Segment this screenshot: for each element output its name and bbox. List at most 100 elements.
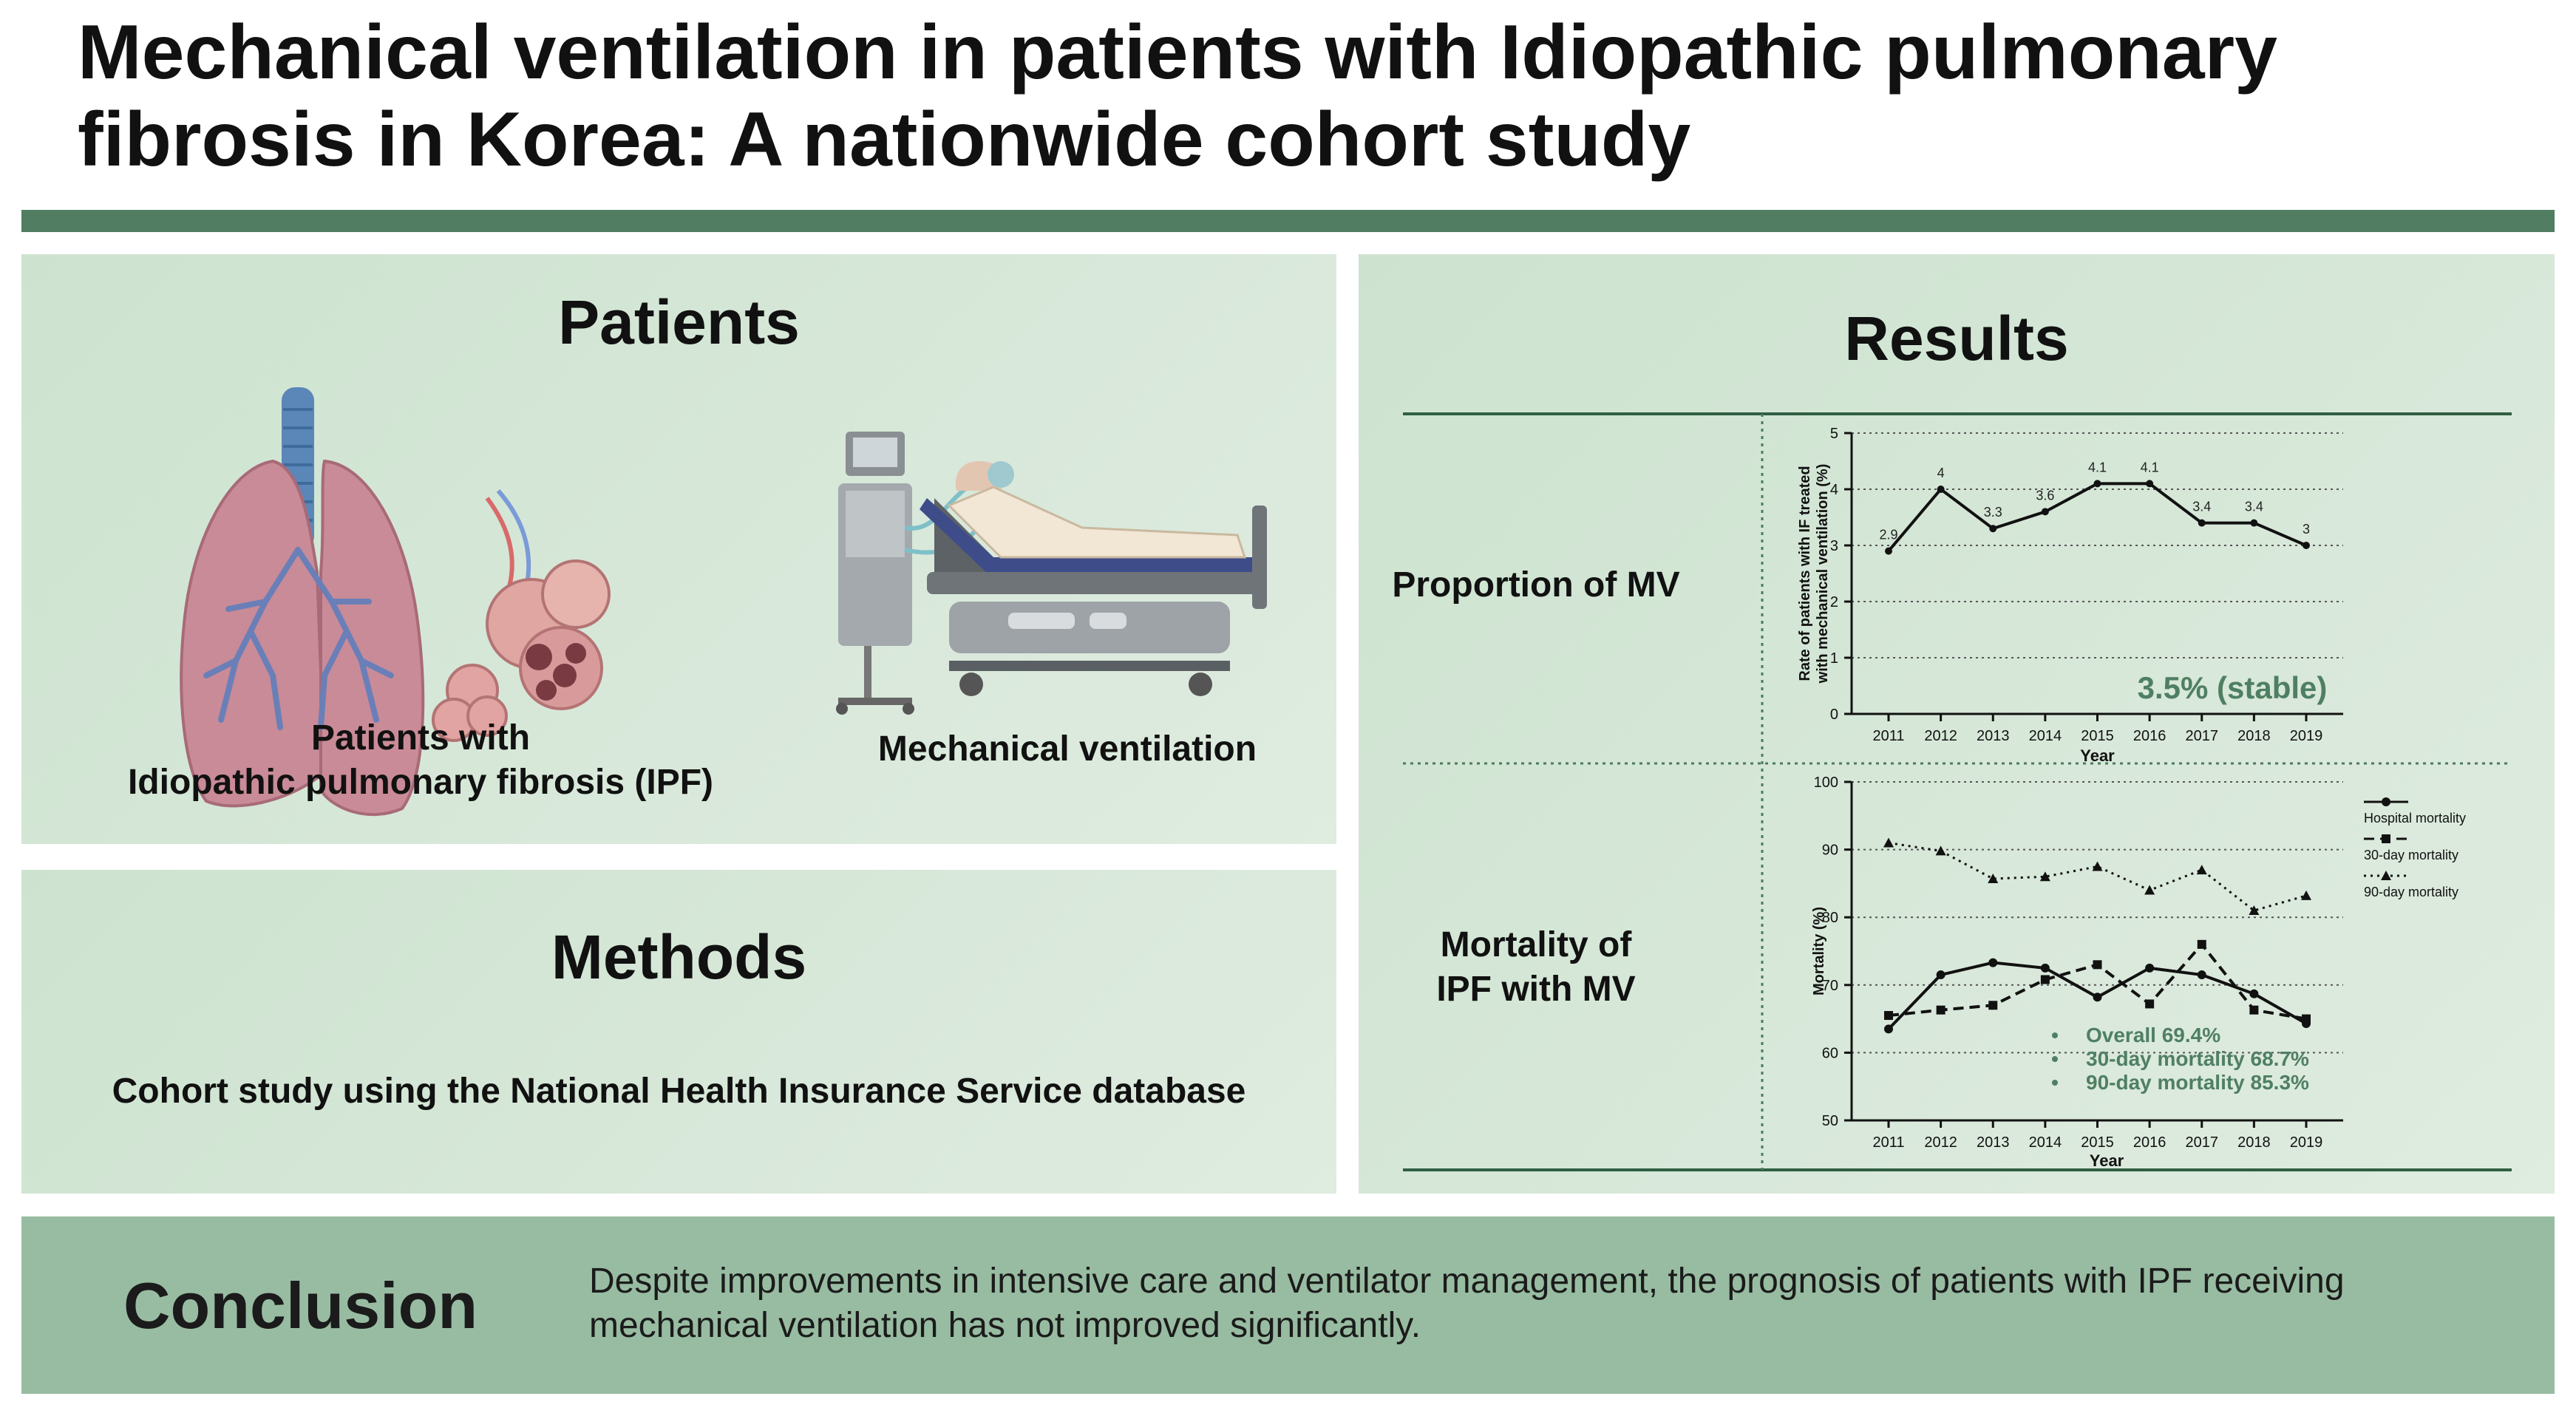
data-label: 3	[2303, 522, 2310, 537]
results-heading: Results	[1844, 304, 2069, 373]
ipf-caption-line1: Patients with	[310, 718, 531, 758]
data-point	[2249, 989, 2259, 998]
y-axis-label: Mortality (%)	[1811, 907, 1827, 995]
x-tick-label: 2012	[1924, 728, 1957, 744]
data-point	[2249, 1005, 2259, 1015]
y-tick-label: 1	[1830, 650, 1838, 667]
data-point	[2301, 890, 2311, 900]
stable-annotation: 3.5% (stable)	[2138, 670, 2328, 705]
mortality-annotation: 90-day mortality 85.3%	[2086, 1071, 2309, 1094]
data-label: 3.3	[1984, 505, 2002, 520]
y-tick-label: 60	[1822, 1045, 1838, 1061]
title-divider-bar	[21, 210, 2555, 232]
x-tick-label: 2014	[2029, 728, 2062, 744]
y-tick-label: 2	[1830, 594, 1838, 610]
data-point	[2302, 1014, 2311, 1024]
data-point	[2040, 963, 2050, 973]
x-axis-label: Year	[2080, 746, 2115, 765]
x-tick-label: 2013	[1977, 728, 2010, 744]
bullet-icon	[2052, 1032, 2058, 1038]
x-tick-label: 2016	[2133, 728, 2167, 744]
methods-heading: Methods	[551, 922, 807, 992]
mv-caption: Mechanical ventilation	[877, 729, 1257, 769]
data-point	[1885, 547, 1892, 555]
series-line	[1888, 841, 2307, 912]
y-tick-label: 70	[1822, 978, 1838, 994]
data-point	[1989, 525, 1997, 533]
x-tick-label: 2019	[2290, 728, 2323, 744]
proportion-of-mv-label: Proportion of MV	[1392, 565, 1680, 605]
data-point	[2093, 993, 2102, 1002]
data-point	[2381, 871, 2391, 880]
x-tick-label: 2011	[1872, 728, 1904, 744]
y-tick-label: 4	[1830, 482, 1838, 498]
data-point	[2250, 519, 2258, 527]
mortality-label-line1: Mortality of	[1440, 925, 1632, 964]
data-point	[2093, 480, 2101, 488]
data-point	[1883, 837, 1894, 848]
y-tick-label: 3	[1830, 538, 1838, 554]
data-point	[1988, 958, 1998, 967]
y-tick-label: 0	[1830, 707, 1838, 723]
y-tick-label: 50	[1822, 1113, 1838, 1129]
y-tick-label: 80	[1822, 910, 1838, 926]
results-panel: Results Proportion of MV Mortality of IP…	[1359, 254, 2555, 1194]
data-label: 3.4	[2192, 500, 2211, 514]
x-tick-label: 2017	[2186, 728, 2219, 744]
data-point	[1988, 873, 1999, 883]
data-point	[2093, 960, 2102, 970]
data-point	[2040, 975, 2050, 984]
data-label: 4	[1937, 466, 1945, 480]
x-axis-label: Year	[2090, 1151, 2124, 1170]
data-point	[2092, 861, 2103, 871]
mortality-annotation: Overall 69.4%	[2086, 1024, 2220, 1046]
data-point	[2145, 999, 2155, 1009]
data-point	[2146, 480, 2154, 488]
data-point	[1988, 1001, 1998, 1010]
x-tick-label: 2015	[2081, 1134, 2114, 1151]
y-tick-label: 5	[1830, 426, 1838, 442]
page-title: Mechanical ventilation in patients with …	[78, 10, 2277, 183]
data-point	[2145, 963, 2155, 973]
data-point	[2196, 865, 2207, 875]
methods-panel: Methods Cohort study using the National …	[21, 870, 1336, 1194]
x-tick-label: 2016	[2133, 1134, 2167, 1151]
data-point	[1884, 1024, 1893, 1034]
patients-heading: Patients	[558, 287, 800, 357]
data-point	[2197, 970, 2206, 980]
data-point	[2249, 905, 2260, 916]
lungs-illustration-icon	[180, 387, 611, 817]
data-point	[1937, 486, 1945, 493]
ventilator-bed-illustration-icon	[836, 432, 1267, 715]
data-point	[1936, 1005, 1945, 1015]
y-tick-label: 100	[1814, 775, 1838, 791]
x-tick-label: 2019	[2290, 1134, 2323, 1151]
data-point	[1935, 845, 1946, 856]
x-tick-label: 2011	[1872, 1134, 1904, 1151]
data-point	[2303, 542, 2310, 549]
data-label: 2.9	[1879, 528, 1897, 542]
legend-label: Hospital mortality	[2364, 811, 2466, 826]
mortality-annotation: 30-day mortality 68.7%	[2086, 1047, 2309, 1070]
data-point	[2041, 508, 2049, 516]
mortality-label-line2: IPF with MV	[1436, 970, 1636, 1009]
data-point	[2039, 871, 2050, 882]
data-point	[2144, 885, 2155, 895]
x-tick-label: 2017	[2186, 1134, 2219, 1151]
conclusion-panel: Conclusion Despite improvements in inten…	[21, 1216, 2555, 1394]
data-point	[2382, 834, 2390, 843]
conclusion-heading: Conclusion	[123, 1269, 478, 1342]
methods-text: Cohort study using the National Health I…	[112, 1072, 1246, 1111]
data-label: 4.1	[2088, 460, 2107, 474]
patients-panel: Patients	[21, 254, 1336, 844]
legend-label: 90-day mortality	[2364, 885, 2458, 899]
bullet-icon	[2052, 1056, 2058, 1062]
y-tick-label: 90	[1822, 843, 1838, 859]
x-tick-label: 2013	[1977, 1134, 2010, 1151]
series-line	[1887, 482, 2307, 552]
legend-label: 30-day mortality	[2364, 848, 2458, 862]
data-point	[2382, 797, 2390, 806]
